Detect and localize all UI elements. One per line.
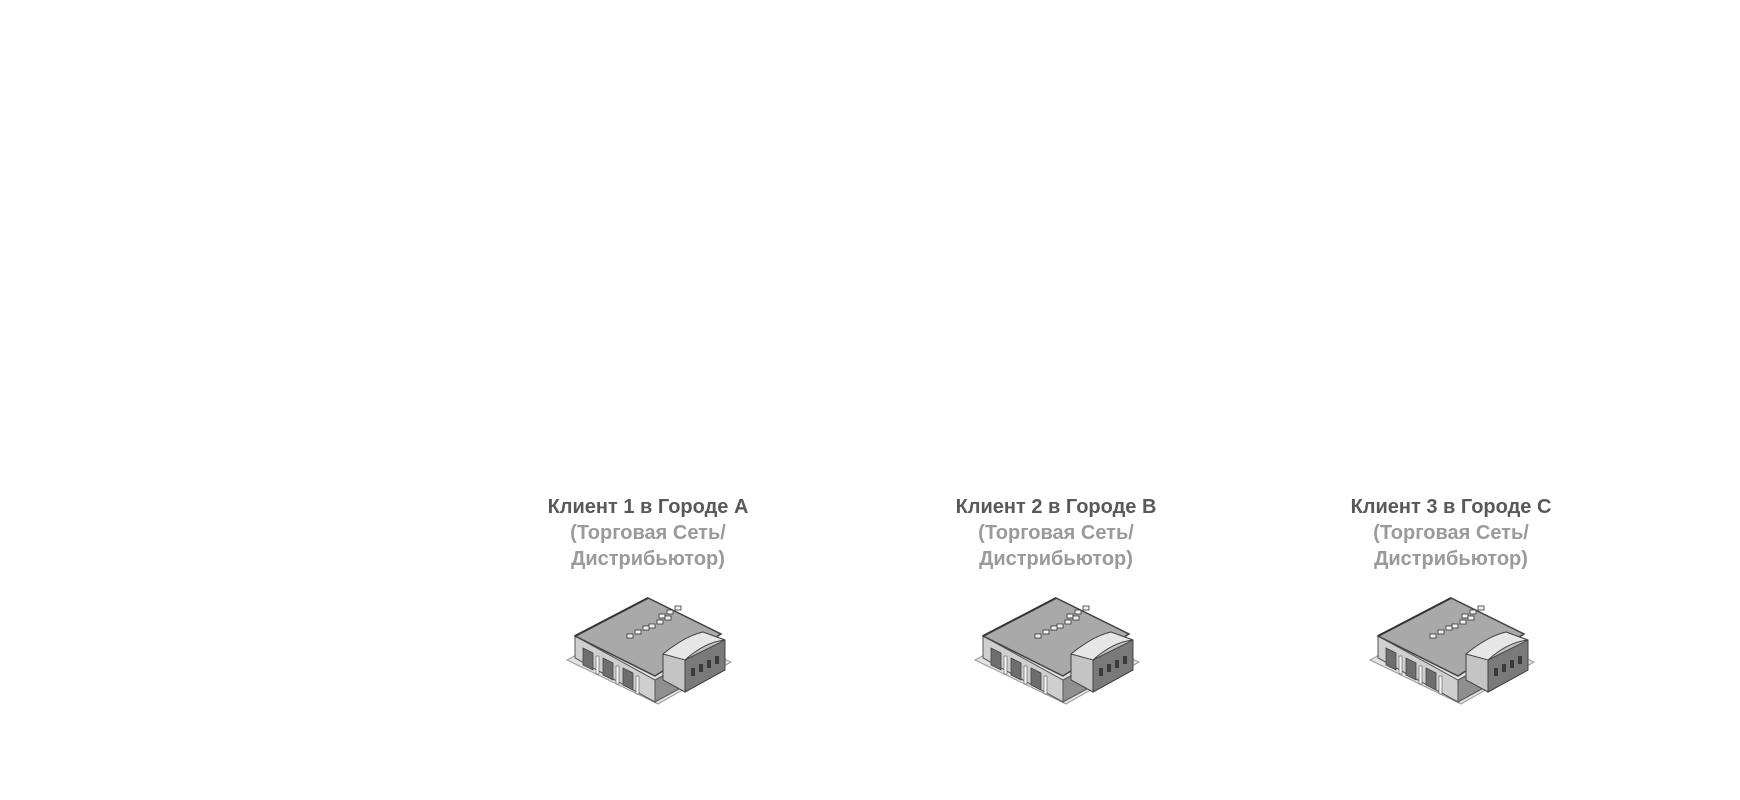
client-node-1: Клиент 1 в Городе A (Торговая Сеть/ Дист… <box>498 494 798 708</box>
client-title: Клиент 3 в Городе C <box>1350 496 1552 518</box>
client-type-line1: (Торговая Сеть/ <box>978 522 1134 544</box>
warehouse-building-icon <box>974 597 1140 705</box>
client-node-3: Клиент 3 в Городе C (Торговая Сеть/ Дист… <box>1301 494 1601 708</box>
client-title: Клиент 1 в Городе A <box>547 496 749 518</box>
client-title: Клиент 2 в Городе B <box>955 496 1157 518</box>
client-type-line2: Дистрибьютор) <box>1374 548 1528 570</box>
client-type-line1: (Торговая Сеть/ <box>570 522 726 544</box>
warehouse-building-icon <box>1369 597 1535 705</box>
warehouse-building-icon <box>566 597 732 705</box>
client-type-line2: Дистрибьютор) <box>571 548 725 570</box>
client-type-line1: (Торговая Сеть/ <box>1373 522 1529 544</box>
client-node-2: Клиент 2 в Городе B (Торговая Сеть/ Дист… <box>906 494 1206 708</box>
client-type-line2: Дистрибьютор) <box>979 548 1133 570</box>
